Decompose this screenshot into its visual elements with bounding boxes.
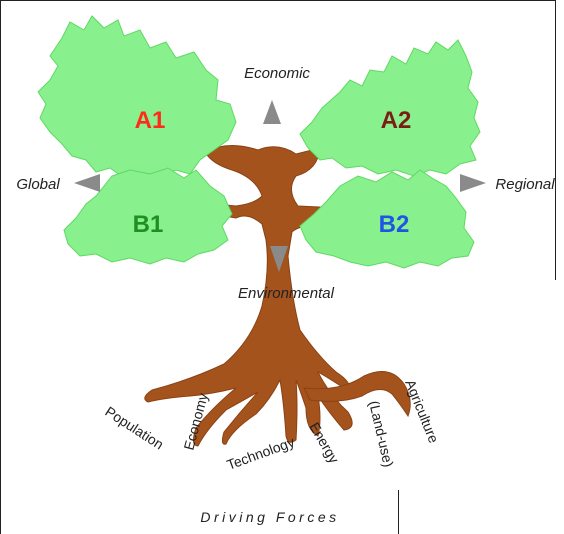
scenario-a1-label: A1: [135, 107, 166, 134]
driving-forces-caption: Driving Forces: [200, 509, 339, 525]
global-arrow: [74, 174, 100, 192]
foliage-bottom-right: [299, 169, 475, 269]
global-label: Global: [16, 176, 60, 193]
scenario-b2-label: B2: [379, 211, 410, 238]
foliage-top-right: [299, 39, 481, 177]
environmental-label: Environmental: [238, 285, 335, 302]
environmental-arrow: [270, 246, 288, 272]
foliage-bottom-left: [63, 167, 233, 265]
economic-label: Economic: [244, 65, 310, 82]
scenario-b1-label: B1: [133, 211, 164, 238]
driving-force-population: Population: [102, 403, 166, 452]
driving-force-land-use: (Land-use): [366, 399, 397, 469]
driving-force-energy: Energy: [306, 420, 342, 466]
regional-arrow: [460, 174, 486, 192]
foliage-top-left: [37, 15, 237, 179]
regional-label: Regional: [495, 176, 555, 193]
scenario-a2-label: A2: [381, 107, 412, 134]
driving-force-technology: Technology: [225, 434, 297, 473]
tree-trunk: [144, 145, 411, 447]
economic-arrow: [263, 100, 281, 124]
